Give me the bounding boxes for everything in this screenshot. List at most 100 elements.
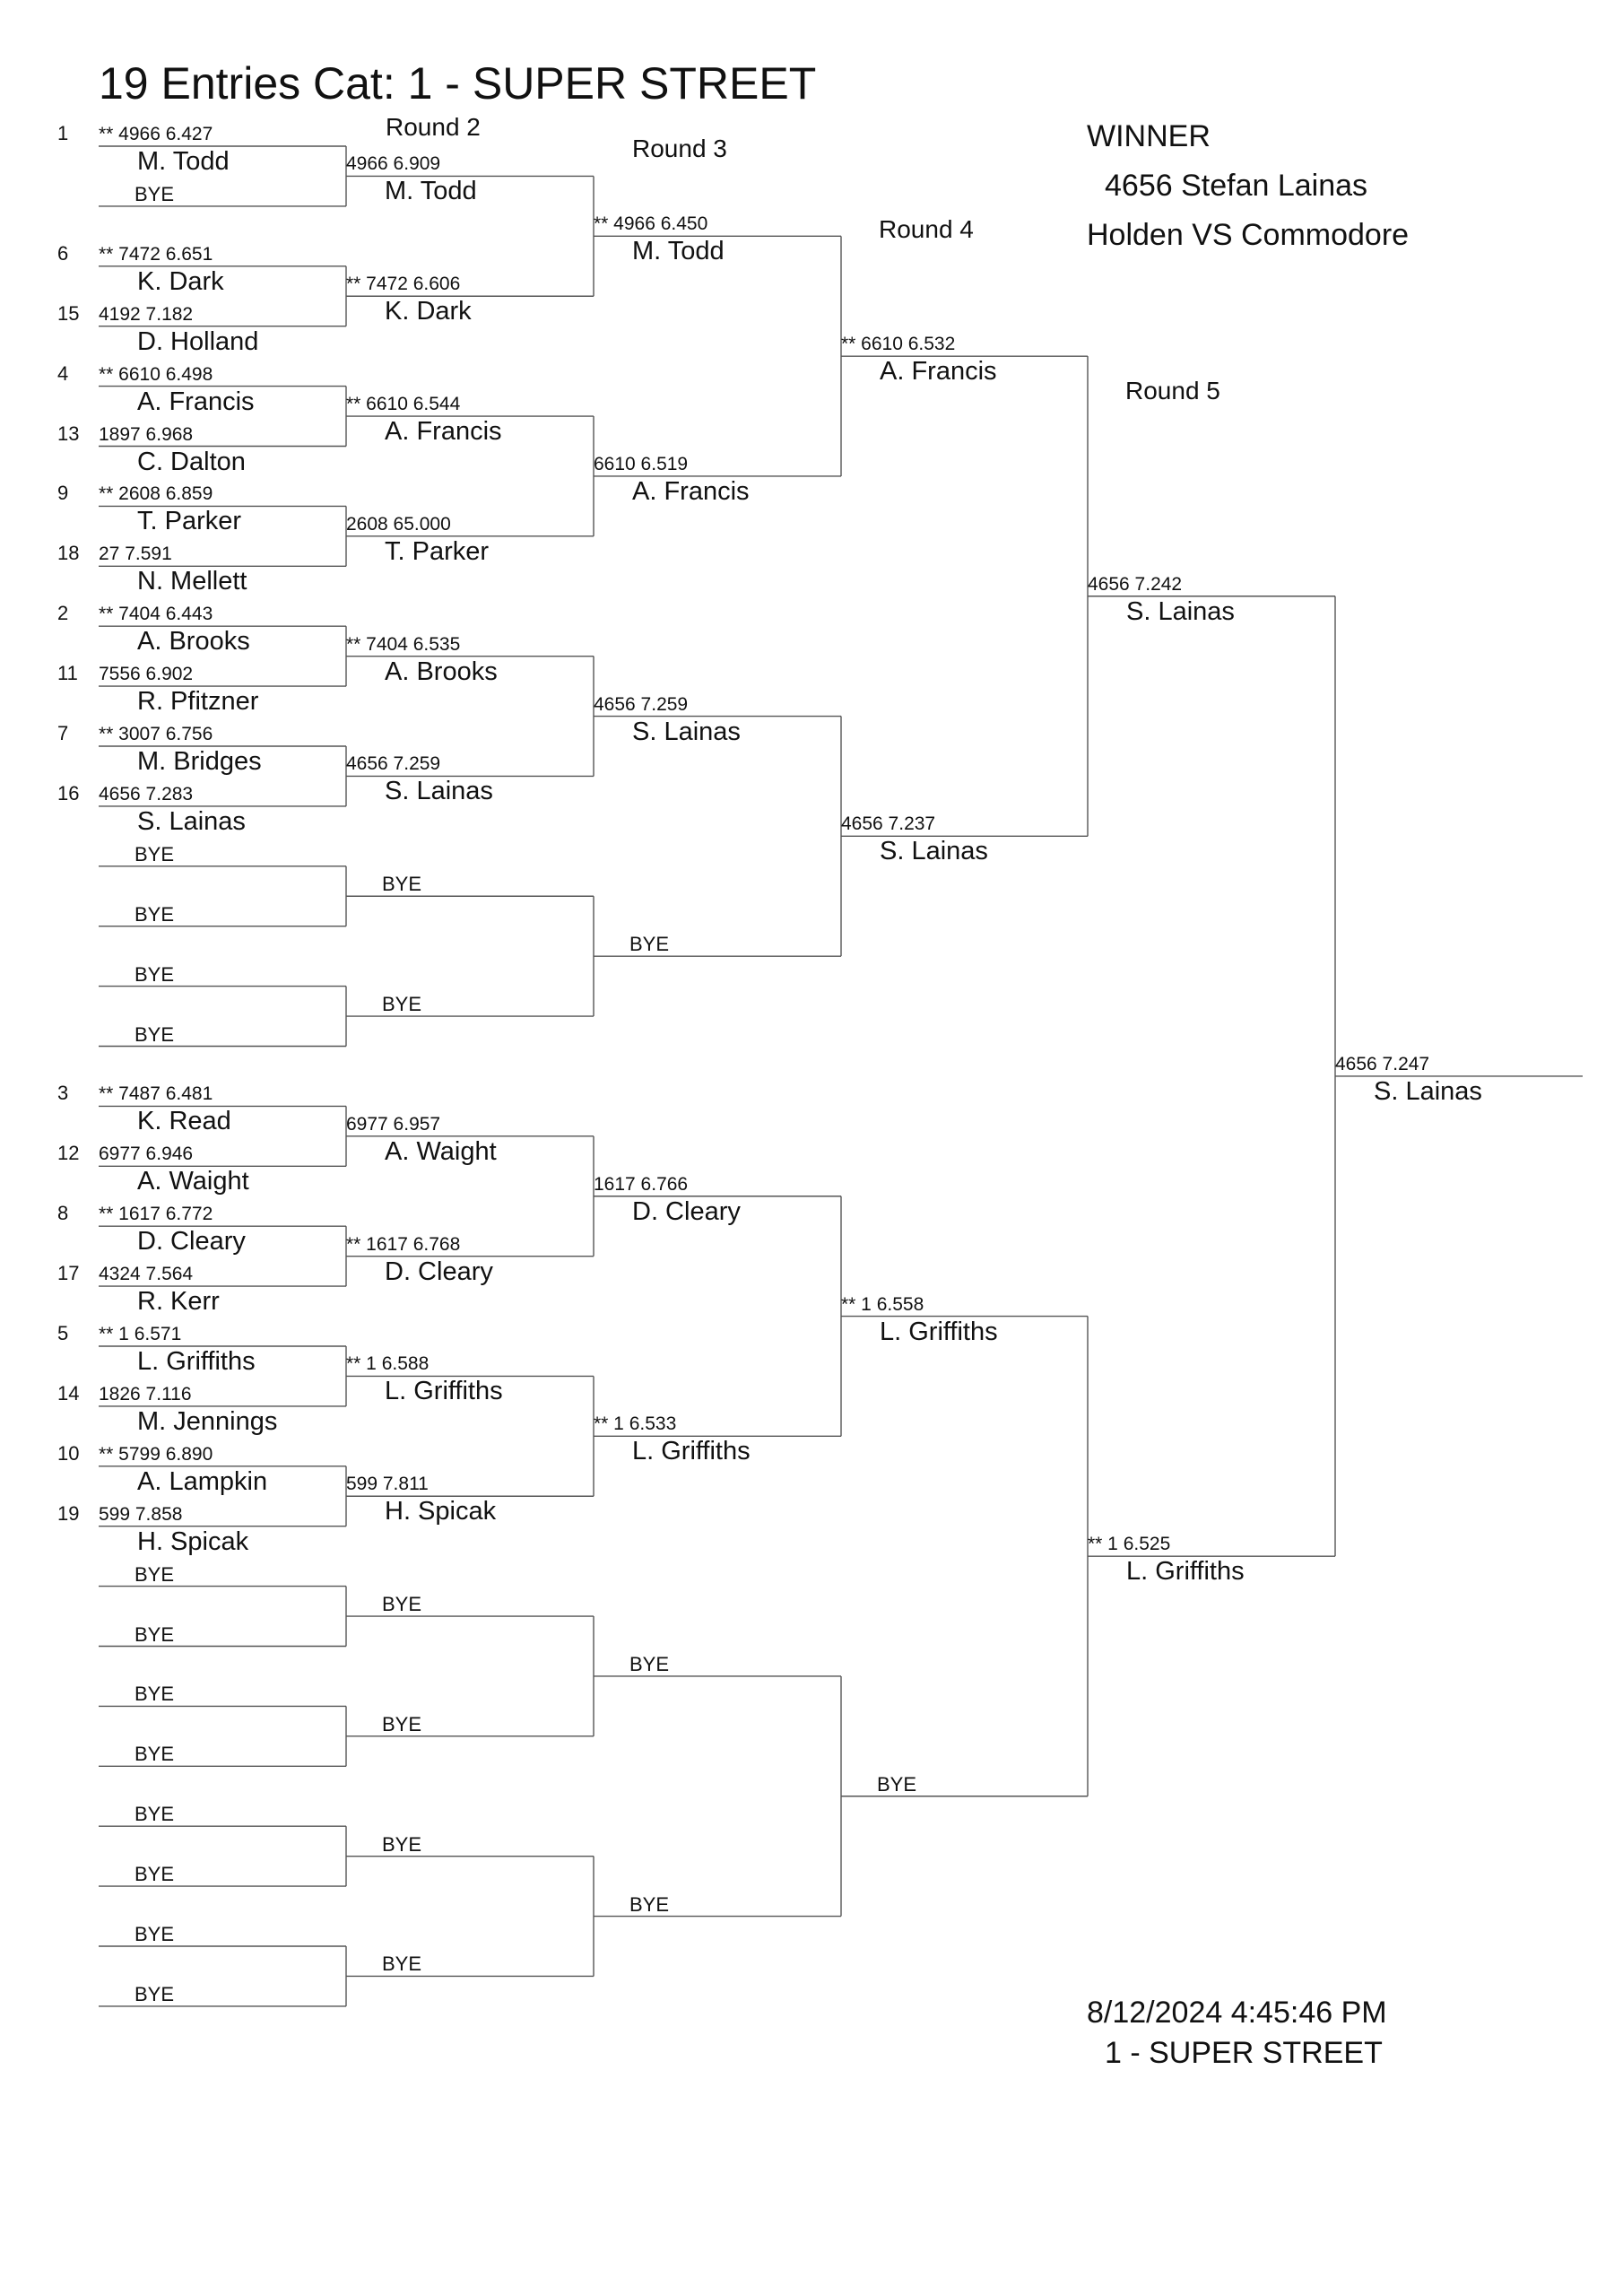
entry-stats: ** 1 6.558 xyxy=(841,1293,924,1315)
entry-name: N. Mellett xyxy=(137,567,247,596)
entry-stats: ** 7404 6.443 xyxy=(99,604,213,625)
entry-name: R. Kerr xyxy=(137,1287,220,1317)
winner-line: 4656 Stefan Lainas xyxy=(1105,169,1368,203)
entry-name: A. Waight xyxy=(137,1167,249,1196)
seed-number: 11 xyxy=(57,662,78,685)
entry-name: M. Todd xyxy=(632,237,725,266)
bye-label: BYE xyxy=(135,1803,175,1826)
bye-label: BYE xyxy=(135,962,175,986)
entry-name: L. Griffiths xyxy=(385,1377,503,1406)
winner-heading: WINNER xyxy=(1087,119,1211,153)
seed-number: 13 xyxy=(57,422,80,445)
seed-number: 6 xyxy=(57,241,69,265)
entry-stats: 4966 6.909 xyxy=(346,153,441,175)
entry-stats: ** 1 6.533 xyxy=(594,1413,677,1435)
entry-stats: ** 4966 6.450 xyxy=(594,213,708,235)
entry-name: L. Griffiths xyxy=(880,1317,998,1346)
entry-stats: ** 7487 6.481 xyxy=(99,1083,213,1105)
entry-name: D. Cleary xyxy=(632,1196,741,1226)
seed-number: 8 xyxy=(57,1202,69,1225)
entry-stats: 599 7.858 xyxy=(99,1503,183,1525)
seed-number: 12 xyxy=(57,1142,80,1165)
entry-stats: 1617 6.766 xyxy=(594,1173,689,1195)
entry-stats: 2608 65.000 xyxy=(346,513,451,535)
footer-category: 1 - SUPER STREET xyxy=(1105,2036,1383,2070)
entry-name: A. Francis xyxy=(880,357,997,387)
entry-name: H. Spicak xyxy=(137,1526,249,1556)
entry-stats: ** 2608 6.859 xyxy=(99,483,213,505)
entry-stats: ** 7472 6.606 xyxy=(346,274,461,295)
bye-label: BYE xyxy=(382,1832,422,1856)
entry-name: D. Cleary xyxy=(137,1227,246,1257)
bye-label: BYE xyxy=(135,842,175,865)
entry-name: T. Parker xyxy=(385,536,490,566)
entry-name: A. Lampkin xyxy=(137,1466,268,1496)
entry-name: L. Griffiths xyxy=(137,1347,256,1376)
seed-number: 19 xyxy=(57,1501,80,1525)
seed-number: 7 xyxy=(57,722,69,744)
entry-name: A. Brooks xyxy=(137,627,250,657)
entry-name: A. Francis xyxy=(385,417,502,447)
entry-name: C. Dalton xyxy=(137,447,246,476)
entry-name: K. Dark xyxy=(137,266,224,296)
seed-number: 2 xyxy=(57,602,69,625)
bye-label: BYE xyxy=(135,902,175,926)
entry-name: R. Pfitzner xyxy=(137,687,259,717)
bye-label: BYE xyxy=(382,993,422,1016)
entry-stats: 599 7.811 xyxy=(346,1474,429,1495)
entry-stats: ** 5799 6.890 xyxy=(99,1443,213,1465)
bye-label: BYE xyxy=(135,1743,175,1766)
entry-stats: ** 1617 6.768 xyxy=(346,1233,461,1255)
bye-label: BYE xyxy=(135,1923,175,1945)
entry-stats: 7556 6.902 xyxy=(99,664,194,685)
entry-stats: 4656 7.242 xyxy=(1088,573,1183,595)
bye-label: BYE xyxy=(135,1622,175,1646)
bye-label: BYE xyxy=(629,1652,670,1675)
entry-stats: 4656 7.259 xyxy=(594,693,689,715)
bye-label: BYE xyxy=(382,1952,422,1976)
entry-stats: ** 6610 6.498 xyxy=(99,363,213,385)
entry-stats: 1897 6.968 xyxy=(99,423,194,445)
entry-stats: 4192 7.182 xyxy=(99,303,194,325)
entry-name: A. Brooks xyxy=(385,657,498,686)
entry-name: M. Jennings xyxy=(137,1406,278,1436)
seed-number: 5 xyxy=(57,1322,69,1344)
entry-stats: ** 7404 6.535 xyxy=(346,633,461,655)
entry-name: K. Dark xyxy=(385,297,472,326)
bye-label: BYE xyxy=(135,1562,175,1586)
seed-number: 3 xyxy=(57,1082,69,1105)
entry-stats: 6977 6.946 xyxy=(99,1144,194,1165)
entry-stats: 4656 7.247 xyxy=(1335,1053,1430,1074)
seed-number: 17 xyxy=(57,1262,80,1285)
entry-name: S. Lainas xyxy=(1374,1076,1482,1106)
entry-stats: ** 7472 6.651 xyxy=(99,243,213,265)
entry-stats: ** 6610 6.532 xyxy=(841,334,956,355)
entry-stats: ** 4966 6.427 xyxy=(99,124,213,144)
event-name: Holden VS Commodore xyxy=(1087,218,1410,252)
entry-stats: 4656 7.259 xyxy=(346,753,441,775)
entry-name: M. Todd xyxy=(137,147,230,176)
entry-name: D. Holland xyxy=(137,326,259,356)
seed-number: 4 xyxy=(57,361,69,385)
bye-label: BYE xyxy=(135,1863,175,1886)
entry-name: S. Lainas xyxy=(880,837,988,866)
entry-stats: 4324 7.564 xyxy=(99,1264,194,1285)
bye-label: BYE xyxy=(629,933,670,956)
entry-name: K. Read xyxy=(137,1107,231,1136)
entry-name: L. Griffiths xyxy=(632,1437,751,1466)
round-5-header: Round 5 xyxy=(1125,377,1220,404)
bye-label: BYE xyxy=(135,1022,175,1046)
entry-stats: ** 1 6.571 xyxy=(99,1324,182,1344)
bye-label: BYE xyxy=(877,1772,917,1796)
entry-stats: 6610 6.519 xyxy=(594,453,689,474)
entry-name: M. Todd xyxy=(385,177,477,206)
bye-label: BYE xyxy=(135,1982,175,2005)
seed-number: 18 xyxy=(57,542,80,565)
bye-label: BYE xyxy=(382,1712,422,1735)
entry-stats: ** 1617 6.772 xyxy=(99,1204,213,1225)
entry-stats: 6977 6.957 xyxy=(346,1113,441,1135)
seed-number: 16 xyxy=(57,781,80,804)
entry-stats: ** 1 6.588 xyxy=(346,1353,430,1375)
